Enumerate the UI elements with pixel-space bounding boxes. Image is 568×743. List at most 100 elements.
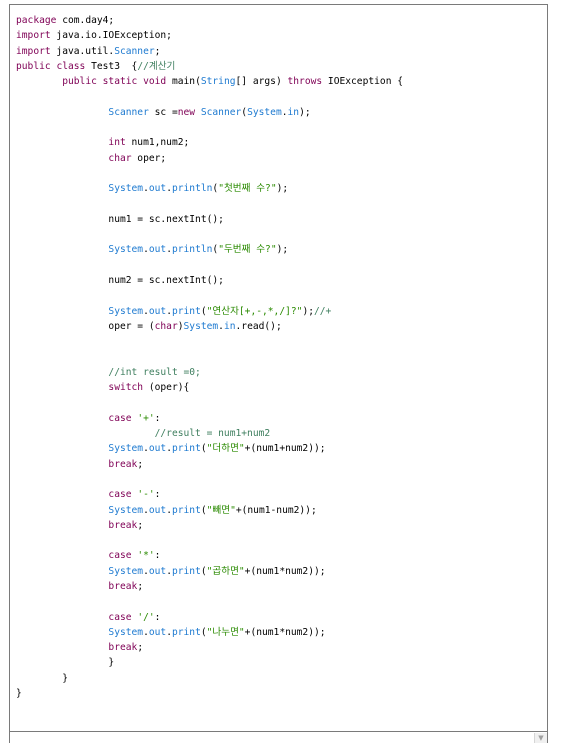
code-token: in xyxy=(223,320,236,332)
code-token: break xyxy=(108,458,138,470)
code-line: Scanner sc =new Scanner(System.in); xyxy=(16,105,403,120)
code-token: System xyxy=(108,504,144,516)
code-token: print xyxy=(171,626,201,638)
code-line: package com.day4; xyxy=(16,13,403,28)
code-line xyxy=(16,227,403,242)
code-token xyxy=(16,306,108,317)
code-token: : xyxy=(154,412,161,424)
code-line: System.out.print("연산자[+,-,*,/]?");//+ xyxy=(16,304,403,319)
code-line: break; xyxy=(16,640,403,655)
code-token: '/' xyxy=(137,611,155,623)
code-line: System.out.print("나누면"+(num1*num2)); xyxy=(16,625,403,640)
code-token: . xyxy=(143,565,149,577)
code-token: out xyxy=(148,183,167,195)
code-token: System xyxy=(183,320,219,332)
code-token: '*' xyxy=(137,550,155,562)
code-token: println xyxy=(171,183,213,195)
code-token: break xyxy=(108,519,138,531)
code-line xyxy=(16,395,403,410)
code-token: '-' xyxy=(137,489,155,501)
code-token: void xyxy=(143,76,167,88)
code-token: System xyxy=(108,244,144,256)
code-line xyxy=(16,197,403,212)
code-token: print xyxy=(171,305,201,317)
code-token: . xyxy=(143,183,149,195)
code-editor[interactable]: package com.day4;import java.io.IOExcept… xyxy=(9,4,548,731)
code-token: print xyxy=(171,565,201,577)
code-token: System xyxy=(108,443,144,455)
editor-footer: ▼ xyxy=(9,731,548,743)
code-token: "연산자[+,-,*,/]?" xyxy=(206,305,303,317)
code-token: out xyxy=(148,305,167,317)
code-token xyxy=(16,244,108,255)
code-token: ( xyxy=(200,565,207,577)
code-token: ; xyxy=(137,458,144,470)
code-line: } xyxy=(16,686,403,701)
code-token: .read(); xyxy=(235,320,282,332)
code-token: Scanner xyxy=(114,45,155,57)
chevron-down-icon[interactable]: ▼ xyxy=(534,733,547,743)
code-token: out xyxy=(148,626,167,638)
code-token: "나누면" xyxy=(206,626,245,638)
code-token: . xyxy=(166,443,172,455)
code-token xyxy=(16,107,108,118)
code-line: num1 = sc.nextInt(); xyxy=(16,212,403,227)
code-line: break; xyxy=(16,579,403,594)
code-line: break; xyxy=(16,518,403,533)
code-token: //계산기 xyxy=(137,60,176,72)
code-token xyxy=(16,566,108,577)
code-line: oper = (char)System.in.read(); xyxy=(16,319,403,334)
code-line: case '/': xyxy=(16,610,403,625)
code-token: import xyxy=(16,30,51,42)
code-token: oper; xyxy=(131,152,167,164)
code-line: System.out.print("더하면"+(num1+num2)); xyxy=(16,441,403,456)
code-token: throws xyxy=(287,76,323,88)
code-token: main( xyxy=(166,76,201,88)
code-token: print xyxy=(171,504,201,516)
code-token: out xyxy=(148,565,167,577)
code-token: } xyxy=(16,657,115,669)
code-line xyxy=(16,533,403,548)
code-token: : xyxy=(154,611,161,623)
code-line: //result = num1+num2 xyxy=(16,426,403,441)
code-token: ( xyxy=(200,305,207,317)
code-token xyxy=(16,428,155,439)
code-token: [] args) xyxy=(235,76,288,88)
code-token: public xyxy=(16,60,51,72)
code-token: num1 = sc.nextInt(); xyxy=(16,213,224,225)
code-token: ); xyxy=(276,244,289,256)
code-token: System xyxy=(108,305,144,317)
code-token xyxy=(16,443,108,454)
code-token: "두번째 수?" xyxy=(218,244,277,256)
code-line xyxy=(16,594,403,609)
code-line xyxy=(16,472,403,487)
code-token xyxy=(16,153,108,164)
code-token: +(num1*num2)); xyxy=(244,626,326,638)
code-token: case xyxy=(108,611,132,623)
code-token: ( xyxy=(200,443,207,455)
code-token: out xyxy=(148,504,167,516)
code-token: . xyxy=(143,305,149,317)
code-token: . xyxy=(281,106,288,118)
code-content[interactable]: package com.day4;import java.io.IOExcept… xyxy=(16,13,403,701)
code-token: ( xyxy=(212,183,219,195)
code-token: public xyxy=(62,76,97,88)
code-token: ; xyxy=(137,519,144,531)
code-token xyxy=(16,367,108,378)
code-token: //+ xyxy=(314,305,332,317)
code-token: . xyxy=(166,183,172,195)
code-token: in xyxy=(287,106,300,118)
code-token xyxy=(16,581,108,592)
code-token: char xyxy=(108,152,132,164)
code-line: import java.util.Scanner; xyxy=(16,44,403,59)
code-token: . xyxy=(143,443,149,455)
code-token: class xyxy=(56,60,86,72)
code-token: } xyxy=(16,688,22,700)
code-token: ) xyxy=(177,320,184,332)
code-token xyxy=(16,627,108,638)
code-token: com.day4; xyxy=(56,15,115,26)
code-line: case '*': xyxy=(16,548,403,563)
code-line xyxy=(16,258,403,273)
code-token: int xyxy=(108,137,126,149)
code-token: ; xyxy=(137,642,144,654)
